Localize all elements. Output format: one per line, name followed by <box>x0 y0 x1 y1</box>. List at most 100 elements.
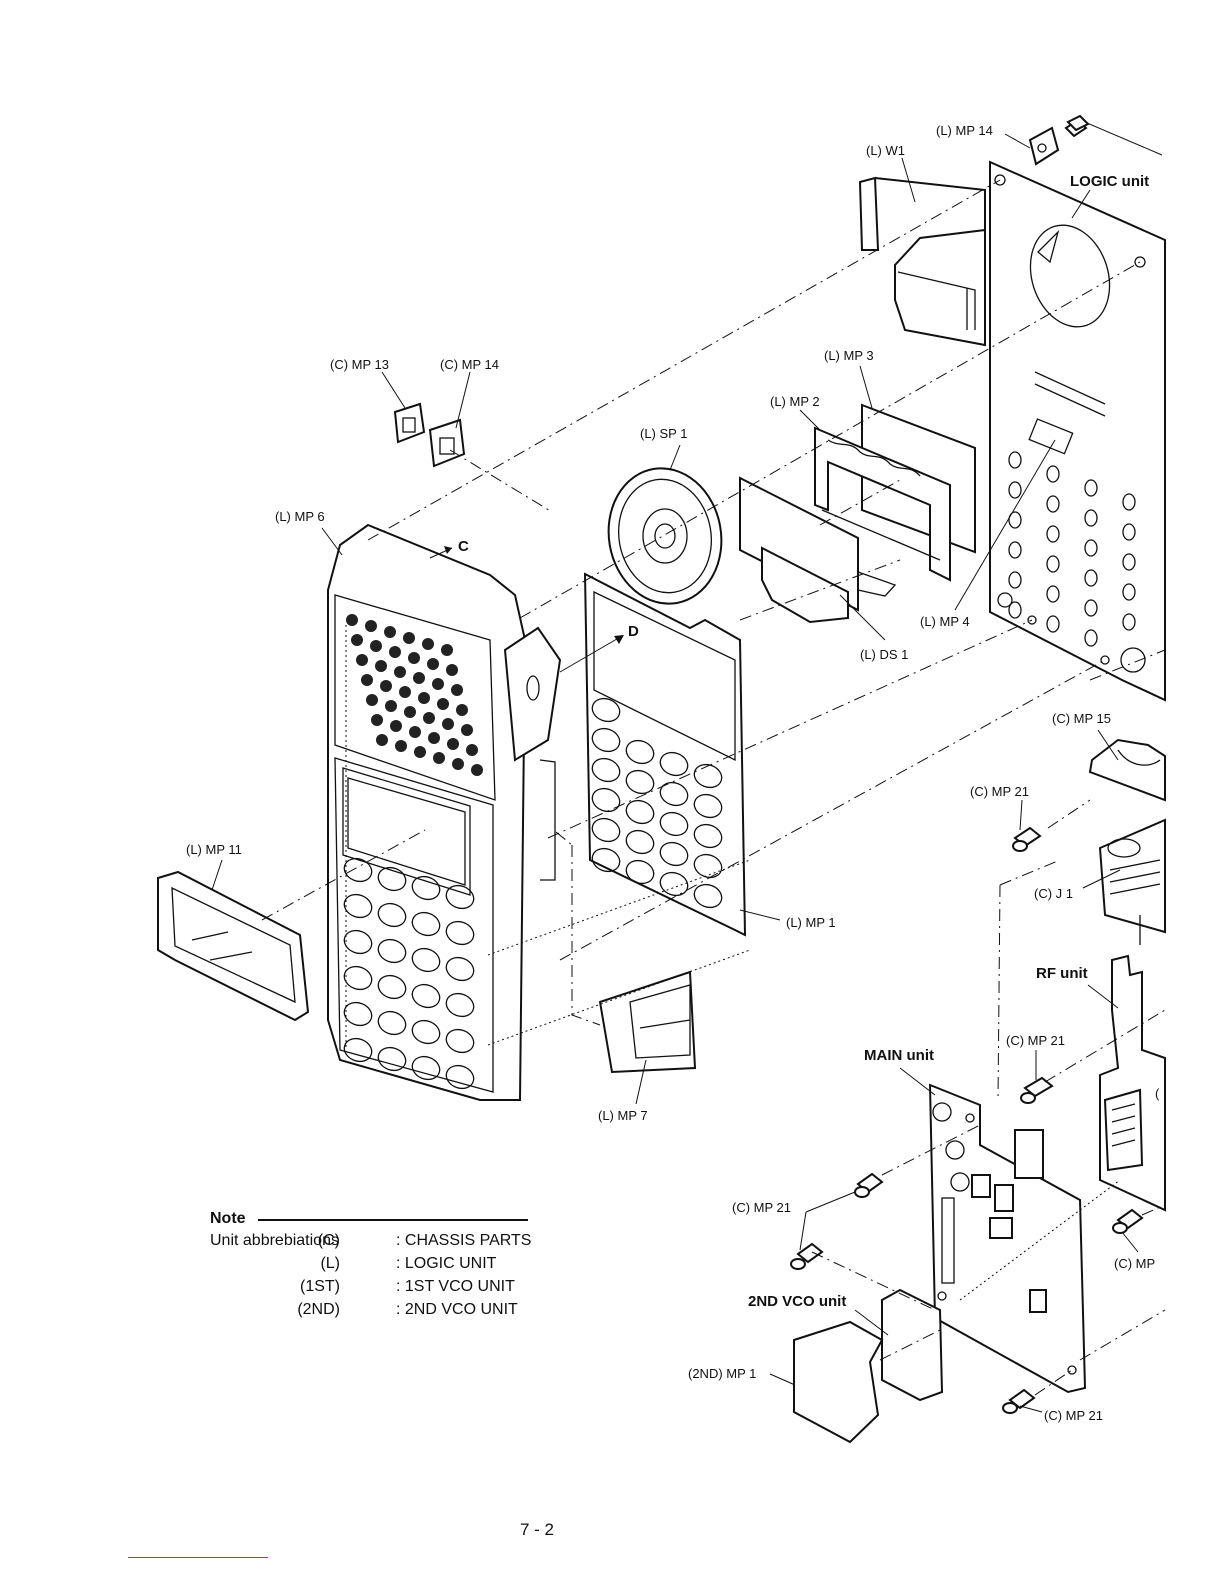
grille-hole <box>452 758 464 770</box>
case-key-hole <box>377 938 407 964</box>
label-l-mp11: (L) MP 11 <box>186 842 242 857</box>
keypad-key <box>659 841 689 867</box>
case-key-hole <box>377 974 407 1000</box>
rf-unit-board <box>1099 954 1166 1212</box>
label-c-mp21-d: (C) MP 21 <box>1044 1408 1103 1423</box>
grille-hole <box>399 686 411 698</box>
logic-contact <box>1046 465 1060 483</box>
grille-hole <box>371 714 383 726</box>
grille-hole <box>394 666 406 678</box>
keypad-key <box>625 769 655 795</box>
keypad-key <box>591 787 621 813</box>
case-key-hole <box>411 983 441 1009</box>
label-logic-unit: LOGIC unit <box>1070 173 1149 190</box>
label-c-mp13: (C) MP 13 <box>330 357 389 372</box>
case-key-hole <box>377 902 407 928</box>
keypad-key <box>625 859 655 885</box>
grille-hole <box>442 718 454 730</box>
label-c-partial: ( <box>1155 1086 1160 1101</box>
keypad-key <box>591 727 621 753</box>
label-l-mp14: (L) MP 14 <box>936 123 993 138</box>
case-key-hole <box>411 1019 441 1045</box>
keypad-key <box>693 763 723 789</box>
chassis-mp15-bracket <box>1088 738 1166 802</box>
grille-hole <box>365 620 377 632</box>
footer-line <box>128 1557 268 1558</box>
note-intro: Unit abbrebiations <box>210 1232 339 1249</box>
keypad-rubber-keys <box>591 697 723 909</box>
keypad-key <box>659 811 689 837</box>
logic-contact <box>1008 541 1022 559</box>
label-c-mp21-b: (C) MP 21 <box>1006 1033 1065 1048</box>
chassis-j1-connector <box>1098 818 1166 945</box>
keypad-key <box>625 739 655 765</box>
note-desc-chassis: : CHASSIS PARTS <box>396 1232 532 1249</box>
keypad-key <box>693 823 723 849</box>
logic-contact <box>1084 479 1098 497</box>
label-c-j1: (C) J 1 <box>1034 886 1073 901</box>
case-key-hole <box>411 875 441 901</box>
label-c-mp14: (C) MP 14 <box>440 357 499 372</box>
logic-contact <box>1122 523 1136 541</box>
grille-hole <box>423 712 435 724</box>
case-key-hole <box>343 857 373 883</box>
note-desc-2nd-vco: : 2ND VCO UNIT <box>396 1301 518 1318</box>
grille-hole <box>446 664 458 676</box>
grille-hole <box>414 746 426 758</box>
grille-hole <box>390 720 402 732</box>
label-2nd-vco-unit: 2ND VCO unit <box>748 1293 846 1310</box>
case-key-hole <box>343 893 373 919</box>
grille-hole <box>461 724 473 736</box>
label-l-mp6: (L) MP 6 <box>275 509 325 524</box>
label-l-ds1: (L) DS 1 <box>860 647 908 662</box>
logic-contact <box>1122 493 1136 511</box>
case-key-hole <box>445 1064 475 1090</box>
logic-contact <box>1046 525 1060 543</box>
logic-contact <box>1008 571 1022 589</box>
front-case-mp6 <box>327 523 562 1101</box>
grille-hole <box>375 660 387 672</box>
label-l-mp4: (L) MP 4 <box>920 614 970 629</box>
speaker-grille-holes <box>346 614 483 776</box>
case-key-hole <box>445 1028 475 1054</box>
logic-contact <box>1008 601 1022 619</box>
case-key-hole <box>377 1010 407 1036</box>
label-l-mp1: (L) MP 1 <box>786 915 836 930</box>
label-l-sp1: (L) SP 1 <box>640 426 687 441</box>
front-case-keypad-holes <box>343 857 475 1090</box>
logic-mp2-frame <box>814 426 951 582</box>
logic-contact <box>1084 629 1098 647</box>
keypad-key <box>591 757 621 783</box>
case-key-hole <box>411 911 441 937</box>
grille-hole <box>351 634 363 646</box>
grille-hole <box>380 680 392 692</box>
alignment-lines <box>261 179 1166 1396</box>
chassis-mp13-mp14-brackets <box>393 402 466 468</box>
logic-contact <box>1122 583 1136 601</box>
grille-hole <box>471 764 483 776</box>
note-desc-1st-vco: : 1ST VCO UNIT <box>396 1278 515 1295</box>
keypad-key <box>693 793 723 819</box>
grille-hole <box>408 652 420 664</box>
logic-contact <box>1084 509 1098 527</box>
grille-hole <box>451 684 463 696</box>
grille-hole <box>441 644 453 656</box>
grille-hole <box>447 738 459 750</box>
keypad-key <box>659 871 689 897</box>
case-key-hole <box>445 992 475 1018</box>
grille-hole <box>413 672 425 684</box>
logic-contact <box>1008 511 1022 529</box>
grille-hole <box>366 694 378 706</box>
case-key-hole <box>445 884 475 910</box>
page-number: 7 - 2 <box>520 1520 555 1539</box>
note-block: Note Unit abbrebiations (C) : CHASSIS PA… <box>210 1210 532 1318</box>
keypad-key <box>591 697 621 723</box>
grille-hole <box>370 640 382 652</box>
logic-mp14-bracket <box>1028 118 1163 166</box>
grille-hole <box>346 614 358 626</box>
logic-contact <box>1046 495 1060 513</box>
logic-contact <box>1046 615 1060 633</box>
logic-sp1-speaker <box>607 467 723 605</box>
keypad-key <box>591 847 621 873</box>
